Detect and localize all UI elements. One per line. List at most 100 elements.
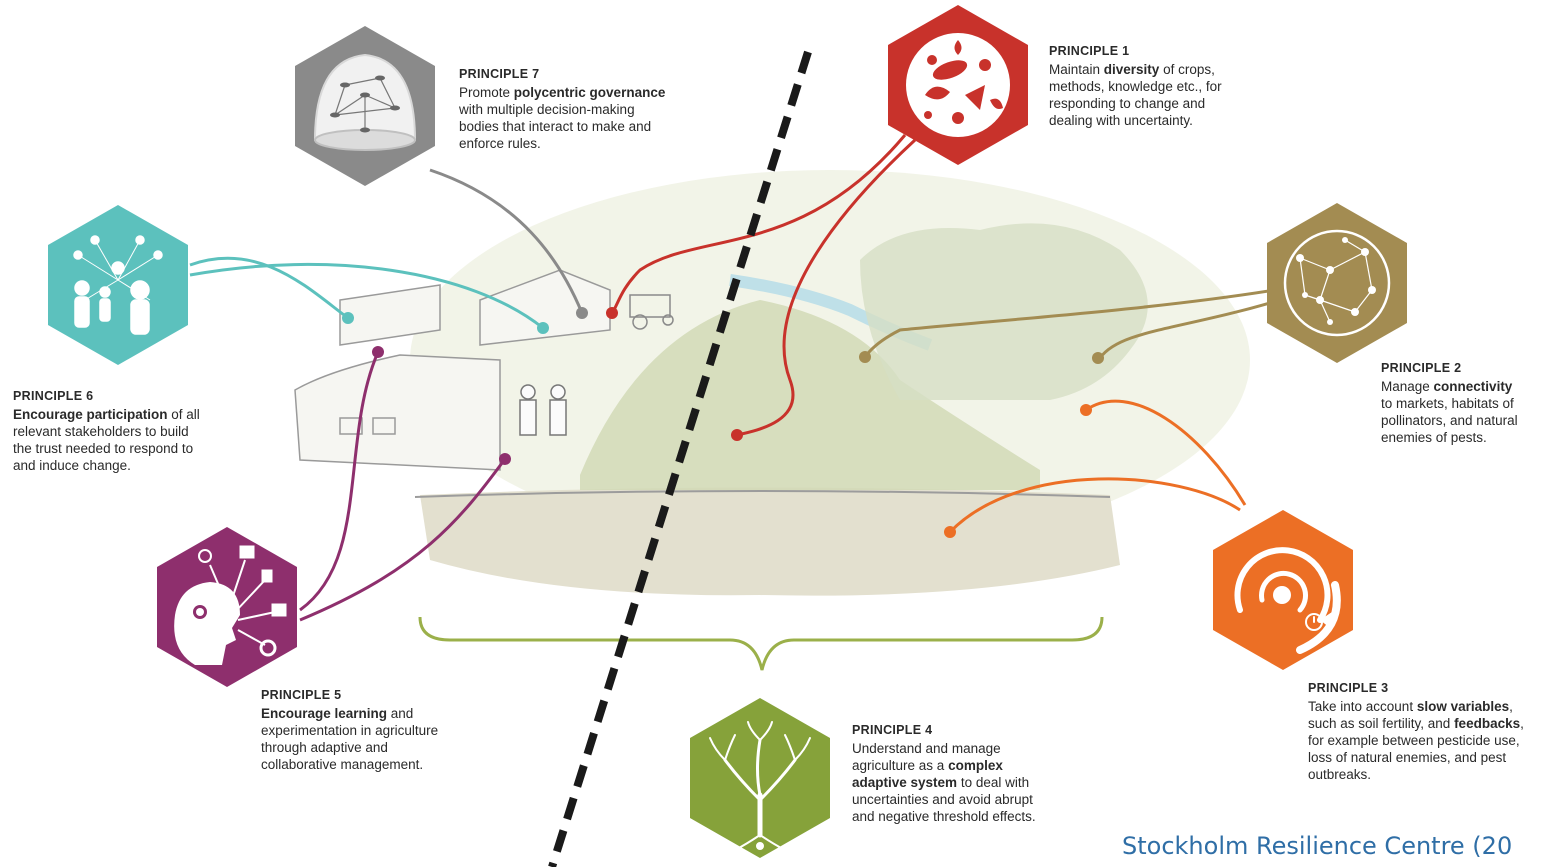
principle-3-line: , [1509, 699, 1513, 714]
connector-p1a [610, 134, 907, 314]
principle-5-line: experimentation in agriculture [261, 723, 439, 738]
soil-layer [420, 487, 1120, 596]
crop-field [580, 300, 1040, 490]
principle-4-keyword: adaptive system [852, 775, 958, 790]
principle-7-line: bodies that interact to make and [459, 119, 652, 134]
connector-p1b [736, 138, 917, 437]
principle-4-line: to deal with [957, 775, 1030, 790]
principle-2-hexagon [1267, 203, 1407, 363]
principle-2-line: pollinators, and natural [1381, 413, 1518, 428]
people [519, 384, 567, 436]
principle-3-heading: PRINCIPLE 3 [1308, 681, 1389, 695]
principle-7-line: enforce rules. [459, 136, 541, 151]
feedback-cycle-icon [1234, 547, 1341, 654]
principle-6-line: of all [167, 407, 200, 422]
principle-4-line: Understand and manage [852, 741, 1001, 756]
connector-p3a [1085, 399, 1247, 506]
biodiversity-globe-icon [906, 33, 1010, 137]
principle-7-line: Promote [459, 85, 514, 100]
principle-7-heading: PRINCIPLE 7 [459, 67, 540, 81]
principle-2-line: enemies of pests. [1381, 430, 1487, 445]
principle-4-text: PRINCIPLE 4 Understand and manage agricu… [852, 722, 1092, 825]
principle-3-line: , [1520, 716, 1524, 731]
principle-5-line: and [387, 706, 414, 721]
connector-p5b [299, 458, 507, 622]
connector-endpoints [342, 307, 1104, 538]
principle-3-line: outbreaks. [1308, 767, 1372, 782]
principle-1-line: of crops, [1159, 62, 1215, 77]
principle-7-text: PRINCIPLE 7 Promote polycentric governan… [459, 66, 719, 152]
connector-p6b [189, 262, 544, 330]
principle-1-line: methods, knowledge etc., for [1049, 79, 1222, 94]
principle-2-heading: PRINCIPLE 2 [1381, 361, 1462, 375]
principle-5-keyword: Encourage learning [261, 706, 388, 721]
principle-1-keyword: diversity [1103, 62, 1160, 77]
tree-icon [709, 721, 811, 851]
connector-p2b [1098, 298, 1281, 359]
principle-3-line: Take into account [1308, 699, 1417, 714]
source-credit: Stockholm Resilience Centre (20 [1122, 832, 1513, 860]
principle-2-text: PRINCIPLE 2 Manage connectivity to marke… [1381, 360, 1553, 446]
principle-3-keyword: slow variables [1416, 699, 1510, 714]
dashed-divider-line [548, 50, 812, 867]
connector-p2a [863, 288, 1276, 358]
connector-p5a [299, 351, 380, 612]
principle-6-hexagon [48, 205, 188, 365]
endpoint-p2a [859, 351, 871, 363]
endpoint-p7 [576, 307, 588, 319]
principle-7-line: with multiple decision-making [459, 102, 635, 117]
endpoint-p6b [537, 322, 549, 334]
principle-6-heading: PRINCIPLE 6 [13, 389, 94, 403]
endpoint-p2b [1092, 352, 1104, 364]
principle-1-hexagon [888, 5, 1028, 165]
principle-3-line: such as soil fertility, and [1308, 716, 1455, 731]
endpoint-p3b [944, 526, 956, 538]
tractor [629, 294, 674, 330]
connector-p3b [948, 477, 1241, 534]
principle-7-keyword: polycentric governance [513, 85, 666, 100]
endpoint-p1b [731, 429, 743, 441]
principle-3-hexagon [1213, 510, 1353, 670]
endpoint-p5a [372, 346, 384, 358]
learning-head-icon [174, 545, 287, 665]
principle-3-keyword: feedbacks [1454, 716, 1521, 731]
principle-6-keyword: Encourage participation [13, 407, 168, 422]
principle-2-line: Manage [1381, 379, 1434, 394]
principle-5-heading: PRINCIPLE 5 [261, 688, 342, 702]
system-bracket [418, 616, 1104, 671]
endpoint-p3a [1080, 404, 1092, 416]
principle-1-line: responding to change and [1049, 96, 1206, 111]
principle-5-text: PRINCIPLE 5 Encourage learning and exper… [261, 687, 501, 773]
principle-5-hexagon [157, 527, 297, 687]
endpoint-p1a [606, 307, 618, 319]
landscape-illustration [294, 170, 1250, 596]
principle-6-text: PRINCIPLE 6 Encourage participation of a… [13, 388, 253, 474]
connector-p6a [189, 256, 349, 320]
principle-4-keyword: complex [948, 758, 1003, 773]
principle-6-line: the trust needed to respond to [13, 441, 194, 456]
principle-4-line: and negative threshold effects. [852, 809, 1036, 824]
principle-2-line: to markets, habitats of [1381, 396, 1514, 411]
endpoint-p5b [499, 453, 511, 465]
connector-p7 [429, 168, 584, 314]
network-globe-icon [1283, 229, 1391, 337]
principle-3-text: PRINCIPLE 3 Take into account slow varia… [1308, 680, 1555, 783]
principle-1-heading: PRINCIPLE 1 [1049, 44, 1130, 58]
principle-4-heading: PRINCIPLE 4 [852, 723, 933, 737]
principle-5-line: collaborative management. [261, 757, 424, 772]
stakeholders-network-icon [73, 235, 163, 335]
connectors [189, 134, 1281, 622]
endpoint-p6a [342, 312, 354, 324]
principle-6-line: and induce change. [13, 458, 131, 473]
principle-1-line: dealing with uncertainty. [1049, 113, 1193, 128]
principle-1-text: PRINCIPLE 1 Maintain diversity of crops,… [1049, 43, 1289, 129]
principle-3-line: loss of natural enemies, and pest [1308, 750, 1507, 765]
principle-2-keyword: connectivity [1433, 379, 1513, 394]
principle-4-hexagon [690, 698, 830, 858]
principle-7-hexagon [295, 26, 435, 186]
governance-dome-icon [313, 53, 417, 151]
principle-3-line: for example between pesticide use, [1308, 733, 1520, 748]
principle-4-line: agriculture as a [852, 758, 949, 773]
principle-5-line: through adaptive and [261, 740, 388, 755]
